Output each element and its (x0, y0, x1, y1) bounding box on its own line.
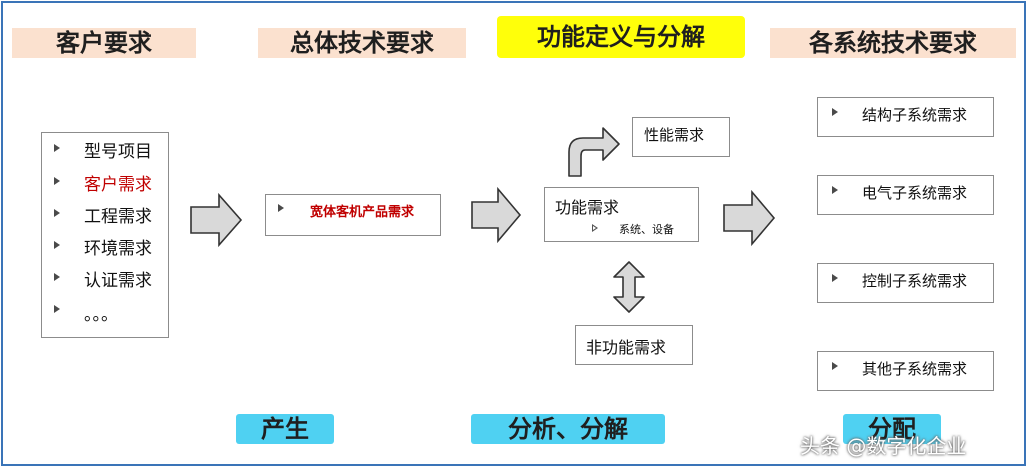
bullet-icon (832, 186, 838, 194)
right-arrow-icon (471, 186, 522, 244)
performance-requirement-box: 性能需求 (632, 117, 730, 157)
bullet-icon (54, 144, 60, 152)
function-requirement-box: 功能需求 系统、设备 (544, 187, 699, 242)
footer-allocate: 分配 (843, 414, 941, 444)
other-subsystem-box: 其他子系统需求 (817, 351, 994, 391)
right-arrow-icon (723, 189, 776, 247)
bullet-icon (278, 204, 284, 212)
right-arrow-icon (190, 192, 243, 248)
list-item-model-project: 型号项目 (84, 142, 152, 162)
list-item-ellipsis: 。。。 (84, 305, 118, 325)
bullet-icon (832, 274, 838, 282)
customer-requirements-list: 型号项目 客户需求 工程需求 环境需求 认证需求 。。。 (41, 132, 169, 338)
bullet-icon (832, 362, 838, 370)
product-requirement-box: 宽体客机产品需求 (265, 194, 441, 236)
product-requirement-label: 宽体客机产品需求 (310, 205, 415, 220)
performance-requirement-label: 性能需求 (644, 126, 705, 144)
bent-up-right-arrow-icon (568, 127, 620, 177)
function-requirement-sub-label: 系统、设备 (619, 223, 674, 236)
footer-generate: 产生 (236, 414, 334, 444)
electrical-subsystem-box: 电气子系统需求 (817, 175, 994, 215)
header-function-definition: 功能定义与分解 (497, 16, 745, 58)
control-subsystem-box: 控制子系统需求 (817, 263, 994, 303)
bullet-icon (54, 273, 60, 281)
bullet-icon (54, 209, 60, 217)
up-down-arrow-icon (613, 261, 645, 313)
sub-bullet-icon (592, 224, 598, 232)
header-overall-technical-requirements: 总体技术要求 (258, 28, 466, 58)
list-item-engineering-needs: 工程需求 (84, 207, 152, 227)
control-subsystem-label: 控制子系统需求 (862, 272, 968, 290)
list-item-customer-needs: 客户需求 (84, 175, 152, 195)
list-item-environment-needs: 环境需求 (84, 239, 152, 259)
nonfunctional-requirement-box: 非功能需求 (575, 325, 693, 365)
electrical-subsystem-label: 电气子系统需求 (862, 184, 968, 202)
footer-analyze-decompose: 分析、分解 (471, 414, 665, 444)
bullet-icon (54, 177, 60, 185)
header-system-technical-requirements: 各系统技术要求 (770, 28, 1016, 58)
structure-subsystem-label: 结构子系统需求 (862, 106, 968, 124)
bullet-icon (832, 108, 838, 116)
nonfunctional-requirement-label: 非功能需求 (586, 338, 667, 357)
structure-subsystem-box: 结构子系统需求 (817, 97, 994, 137)
bullet-icon (54, 305, 60, 313)
other-subsystem-label: 其他子系统需求 (862, 360, 968, 378)
watermark: 头条 @数字化企业 (800, 434, 967, 458)
list-item-certification-needs: 认证需求 (84, 271, 152, 291)
header-customer-requirements: 客户要求 (12, 28, 196, 58)
bullet-icon (54, 241, 60, 249)
function-requirement-label: 功能需求 (555, 198, 620, 217)
